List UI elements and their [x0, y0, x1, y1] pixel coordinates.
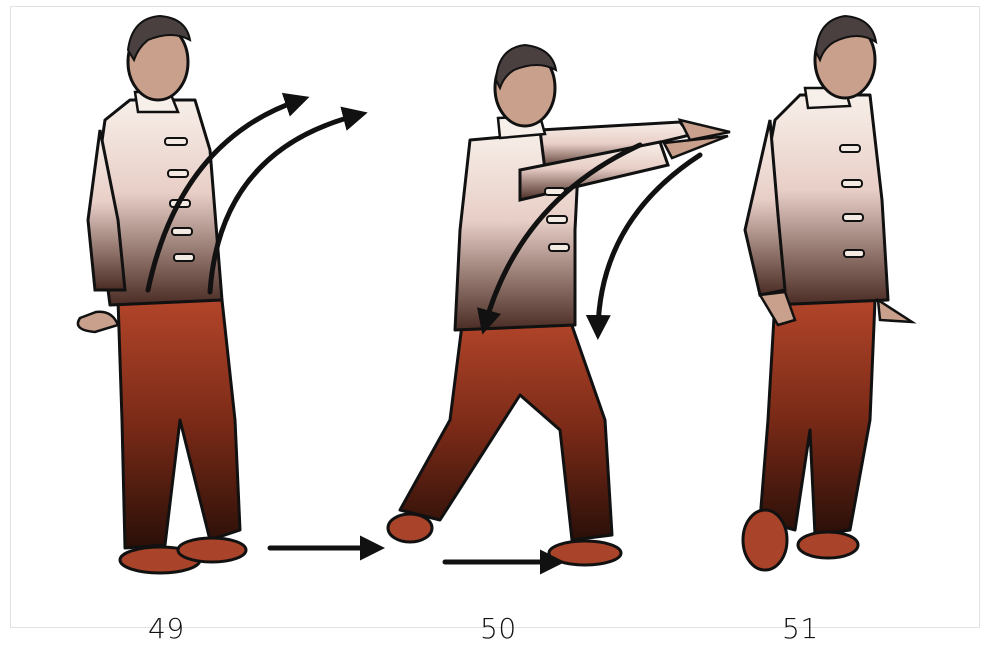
hand: [78, 312, 118, 332]
figure-51: [743, 16, 912, 570]
figure-number-49: 49: [148, 612, 185, 645]
figure-number-50: 50: [480, 612, 517, 645]
arrow-down-icon: [598, 155, 700, 330]
shoe-right: [798, 532, 858, 558]
hand: [878, 300, 912, 322]
shoe-left: [743, 510, 787, 570]
pants: [760, 300, 875, 535]
shoe-left: [388, 514, 432, 542]
shoe-right: [549, 541, 621, 565]
figure-number-51: 51: [782, 612, 819, 645]
figure-49: [78, 16, 246, 573]
pants: [400, 320, 612, 540]
arrow-up-right-icon: [210, 115, 358, 292]
pants: [118, 300, 240, 548]
shoe-right: [178, 538, 246, 562]
figure-50: [388, 45, 730, 565]
